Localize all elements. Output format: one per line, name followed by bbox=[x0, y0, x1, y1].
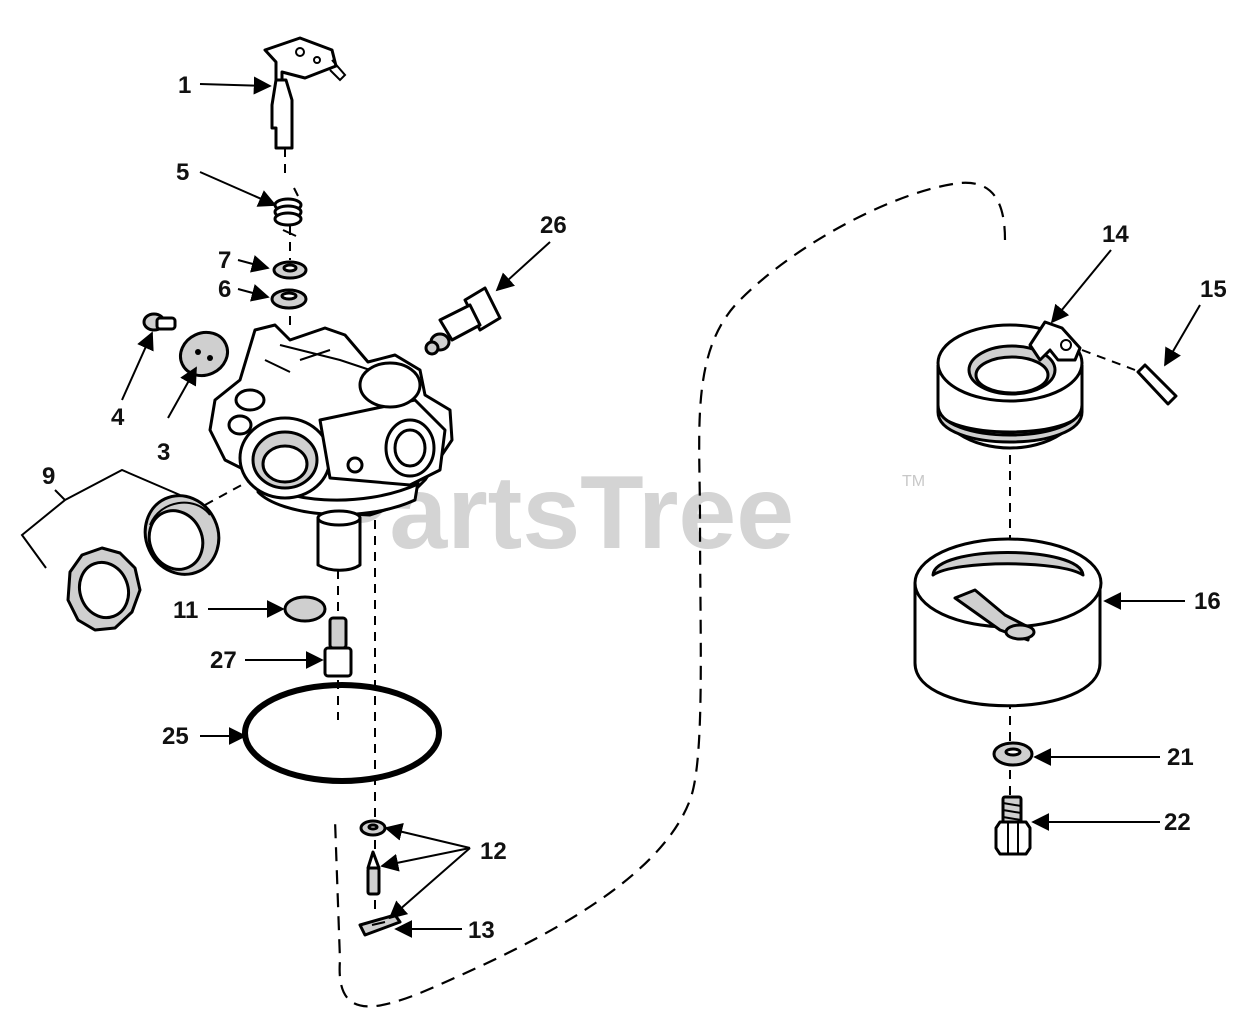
leader-lines bbox=[20, 76, 1201, 938]
disc-part bbox=[283, 595, 327, 623]
bowl-nut-washer-part bbox=[992, 741, 1034, 767]
callout-15: 15 bbox=[1200, 276, 1227, 303]
callout-11: 11 bbox=[173, 597, 198, 624]
primer-bulb-part bbox=[143, 494, 221, 576]
throttle-shaft-part bbox=[263, 36, 347, 150]
callout-25: 25 bbox=[162, 723, 189, 750]
callout-16: 16 bbox=[1194, 588, 1221, 615]
callout-5: 5 bbox=[176, 159, 189, 186]
bowl-nut-part bbox=[994, 795, 1032, 856]
centerline-pin bbox=[1081, 349, 1136, 371]
assembly-loop-dashed bbox=[333, 181, 1007, 1008]
callout-6: 6 bbox=[218, 276, 231, 303]
callout-7: 7 bbox=[218, 247, 231, 274]
callout-26: 26 bbox=[540, 212, 567, 239]
callout-labels: 1 5 7 6 26 4 3 9 11 27 25 12 13 14 15 16… bbox=[42, 72, 1227, 944]
needle-washer-part bbox=[359, 819, 387, 837]
callout-14: 14 bbox=[1102, 221, 1129, 248]
carburetor-body-part bbox=[208, 323, 454, 572]
bowl-gasket-part bbox=[242, 682, 442, 784]
throttle-plate-part bbox=[179, 330, 229, 378]
inlet-needle-part bbox=[366, 850, 381, 896]
seal-washer-part bbox=[272, 260, 308, 280]
callout-22: 22 bbox=[1164, 809, 1191, 836]
fuel-bowl-part bbox=[913, 537, 1103, 708]
throttle-seal-part bbox=[270, 288, 308, 310]
screw-part bbox=[142, 312, 177, 332]
float-hinge-pin-part bbox=[1136, 363, 1178, 406]
needle-clip-part bbox=[358, 913, 402, 937]
nozzle-part bbox=[323, 616, 353, 678]
callout-12: 12 bbox=[480, 838, 507, 865]
callout-3: 3 bbox=[157, 439, 170, 466]
fuel-fitting-part bbox=[424, 286, 502, 356]
watermark-trademark: TM bbox=[902, 473, 925, 490]
callout-4: 4 bbox=[111, 404, 125, 431]
callout-13: 13 bbox=[468, 917, 495, 944]
callout-1: 1 bbox=[178, 72, 191, 99]
callout-9: 9 bbox=[42, 463, 55, 490]
primer-retainer-part bbox=[66, 546, 142, 632]
spring-part bbox=[273, 187, 303, 237]
float-part bbox=[936, 320, 1084, 450]
callout-21: 21 bbox=[1167, 744, 1194, 771]
callout-27: 27 bbox=[210, 647, 237, 674]
